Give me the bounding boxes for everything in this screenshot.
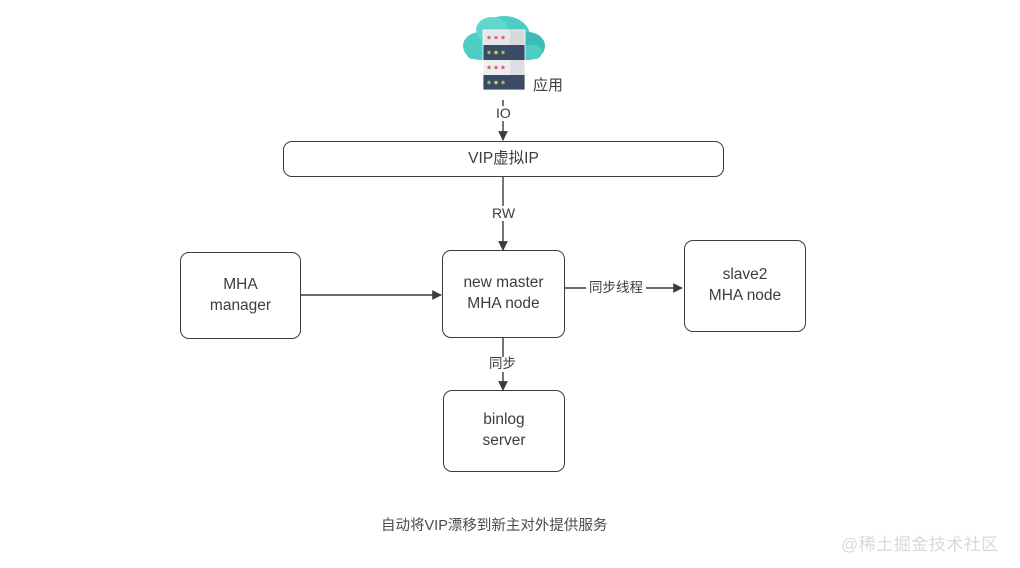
- diagram-caption: 自动将VIP漂移到新主对外提供服务: [381, 518, 608, 534]
- edge-label-sync-thread: 同步线程: [586, 280, 646, 296]
- edge-label-sync: 同步: [486, 356, 519, 372]
- node-new-master[interactable]: new master MHA node: [442, 250, 565, 338]
- cloud-server-icon: [463, 16, 545, 91]
- watermark: @稀土掘金技术社区: [841, 535, 999, 554]
- node-binlog-server[interactable]: binlog server: [443, 390, 565, 472]
- node-slave2[interactable]: slave2 MHA node: [684, 240, 806, 332]
- edge-label-rw: RW: [489, 205, 519, 222]
- server-rack-shape: [482, 29, 526, 91]
- node-mha-manager[interactable]: MHA manager: [180, 252, 301, 339]
- node-vip[interactable]: VIP虚拟IP: [283, 141, 724, 177]
- edge-label-io: IO: [493, 105, 514, 122]
- app-label: 应用: [533, 77, 564, 94]
